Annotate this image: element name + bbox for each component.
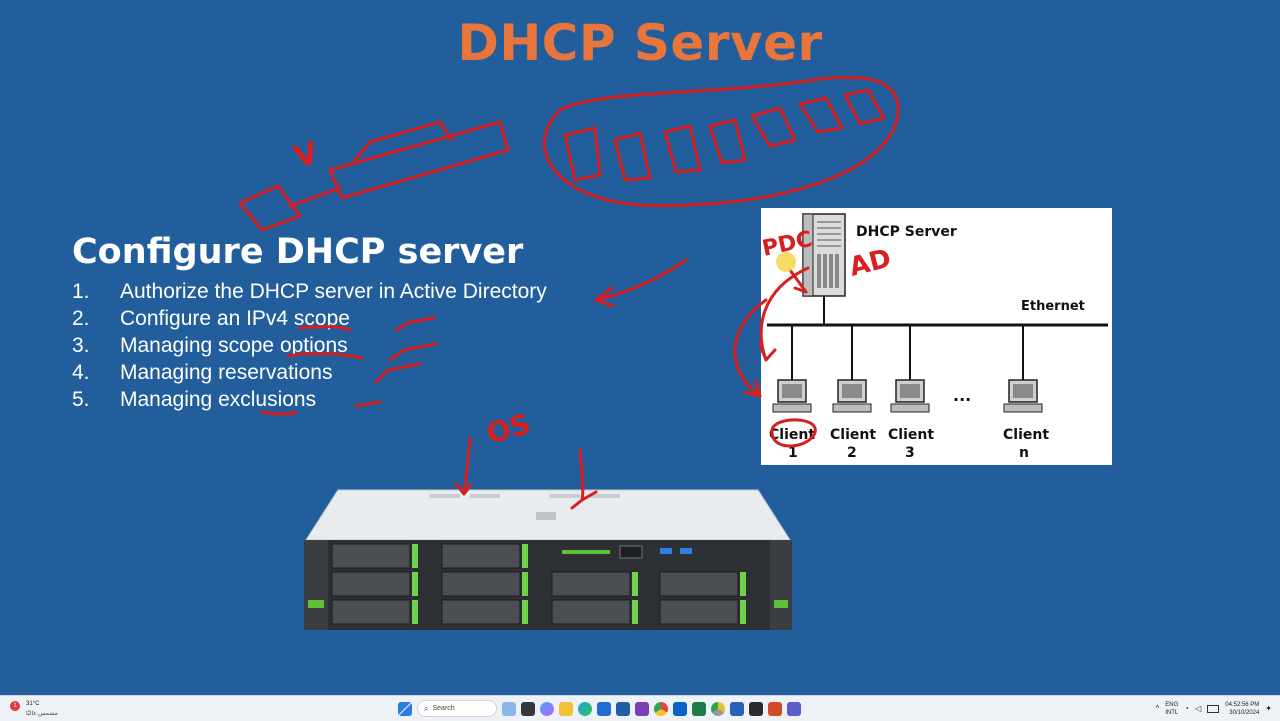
volume-icon[interactable]: ◁ bbox=[1195, 704, 1202, 713]
client-number: n bbox=[1019, 445, 1029, 461]
client-label: Client bbox=[888, 427, 935, 443]
client-pc-icon bbox=[772, 379, 812, 413]
scribble-switch bbox=[328, 120, 510, 200]
scribble-arrow bbox=[594, 258, 688, 308]
scribble-switch-top bbox=[353, 120, 454, 162]
scribble-drive-slot bbox=[798, 96, 844, 134]
clock-date: 30/10/2024 bbox=[1229, 709, 1260, 716]
rack-server-image bbox=[304, 489, 792, 630]
step-number: 3. bbox=[72, 334, 90, 357]
language-indicator[interactable]: ENG INTL bbox=[1165, 701, 1178, 717]
battery-icon[interactable] bbox=[1207, 704, 1220, 713]
file-explorer-icon[interactable] bbox=[559, 701, 573, 716]
task-view-icon[interactable] bbox=[521, 701, 535, 716]
clock-time: 04:52:56 PM bbox=[1225, 701, 1260, 708]
search-placeholder: Search bbox=[432, 705, 455, 712]
section-heading: Configure DHCP server bbox=[72, 232, 524, 272]
weather-temp: 31°C bbox=[26, 701, 40, 707]
list-item: 4. Managing reservations bbox=[72, 359, 547, 386]
steps-list: 1. Authorize the DHCP server in Active Di… bbox=[72, 278, 547, 413]
weather-widget[interactable]: 1 31°C مشمس غالبًا bbox=[10, 699, 70, 719]
weather-desc: مشمس غالبًا bbox=[26, 711, 58, 717]
lang-bottom: INTL bbox=[1165, 709, 1179, 716]
lang-top: ENG bbox=[1165, 701, 1179, 708]
dhcp-network-diagram: DHCP Server Ethernet ... Client 1 Client… bbox=[761, 208, 1112, 465]
outlook-icon[interactable] bbox=[673, 701, 687, 716]
chrome-dev-icon[interactable] bbox=[711, 701, 725, 716]
scribble-drive-slot bbox=[613, 131, 652, 182]
scribble-box bbox=[238, 184, 302, 232]
teams-icon[interactable] bbox=[787, 701, 801, 716]
step-text: Authorize the DHCP server in Active Dire… bbox=[120, 280, 547, 303]
powerpoint-icon[interactable] bbox=[768, 701, 782, 716]
step-text: Managing exclusions bbox=[120, 388, 317, 411]
scribble-drive-slot bbox=[843, 88, 886, 126]
server-tower-icon bbox=[802, 213, 846, 297]
list-item: 3. Managing scope options bbox=[72, 332, 547, 359]
step-number: 5. bbox=[72, 388, 90, 411]
step-text: Managing scope options bbox=[120, 334, 348, 357]
chrome-icon[interactable] bbox=[654, 701, 668, 716]
scribble-cloud bbox=[542, 75, 900, 208]
client-pc-icon bbox=[890, 379, 930, 413]
list-item: 5. Managing exclusions bbox=[72, 386, 547, 413]
wifi-icon[interactable]: ◔ bbox=[1184, 704, 1190, 713]
clock[interactable]: 04:52:56 PM 30/10/2024 bbox=[1225, 701, 1259, 717]
client-number: 1 bbox=[788, 445, 798, 461]
copilot-icon[interactable] bbox=[540, 701, 554, 716]
diagram-drawing bbox=[767, 213, 1108, 413]
list-item: 2. Configure an IPv4 scope bbox=[72, 305, 547, 332]
windows-icon[interactable] bbox=[398, 701, 412, 716]
step-number: 1. bbox=[72, 280, 90, 303]
step-number: 4. bbox=[72, 361, 90, 384]
network-label: Ethernet bbox=[1021, 299, 1085, 314]
server-label: DHCP Server bbox=[856, 224, 957, 240]
client-number: 3 bbox=[905, 445, 915, 461]
taskbar: 1 31°C مشمس غالبًا ⌕ Search ^ ENG INTL ◔ bbox=[0, 695, 1280, 721]
scribble-drive-slot bbox=[708, 118, 747, 165]
step-number: 2. bbox=[72, 307, 90, 330]
widgets-icon[interactable] bbox=[502, 701, 516, 716]
ink-text-v: V bbox=[290, 135, 324, 176]
ellipsis-label: ... bbox=[953, 386, 972, 405]
slide-title: DHCP Server bbox=[457, 14, 823, 72]
search-input[interactable]: ⌕ Search bbox=[417, 700, 497, 717]
scribble-drive-slot bbox=[750, 106, 797, 148]
client-label: Client bbox=[830, 427, 877, 443]
hyperv-icon[interactable] bbox=[616, 701, 630, 716]
weather-badge: 1 bbox=[10, 701, 20, 711]
client-pc-icon bbox=[1003, 379, 1043, 413]
client-number: 2 bbox=[847, 445, 857, 461]
notification-bell-icon[interactable]: ✦ bbox=[1265, 704, 1272, 713]
slide: DHCP Server Configure DHCP server 1. Auth… bbox=[72, 14, 1112, 630]
taskbar-apps: ⌕ Search bbox=[398, 698, 801, 719]
client-pc-icon bbox=[832, 379, 872, 413]
scribble-link bbox=[288, 186, 342, 208]
terminal-icon[interactable] bbox=[749, 701, 763, 716]
onenote-icon[interactable] bbox=[635, 701, 649, 716]
scribble-arrow bbox=[454, 436, 473, 496]
list-item: 1. Authorize the DHCP server in Active Di… bbox=[72, 278, 547, 305]
word-icon[interactable] bbox=[730, 701, 744, 716]
client-label: Client bbox=[1003, 427, 1050, 443]
chevron-up-icon[interactable]: ^ bbox=[1155, 704, 1160, 713]
step-text: Managing reservations bbox=[120, 361, 333, 384]
client-label: Client bbox=[769, 427, 816, 443]
system-tray: ^ ENG INTL ◔ ◁ 04:52:56 PM 30/10/2024 ✦ bbox=[1155, 698, 1272, 719]
scribble-drive-slot bbox=[563, 126, 602, 182]
excel-icon[interactable] bbox=[692, 701, 706, 716]
store-icon[interactable] bbox=[597, 701, 611, 716]
search-icon: ⌕ bbox=[424, 703, 429, 713]
scribble-drive-slot bbox=[663, 124, 702, 174]
edge-icon[interactable] bbox=[578, 701, 592, 716]
step-text: Configure an IPv4 scope bbox=[120, 307, 350, 330]
ink-text-os: OS bbox=[483, 407, 534, 451]
